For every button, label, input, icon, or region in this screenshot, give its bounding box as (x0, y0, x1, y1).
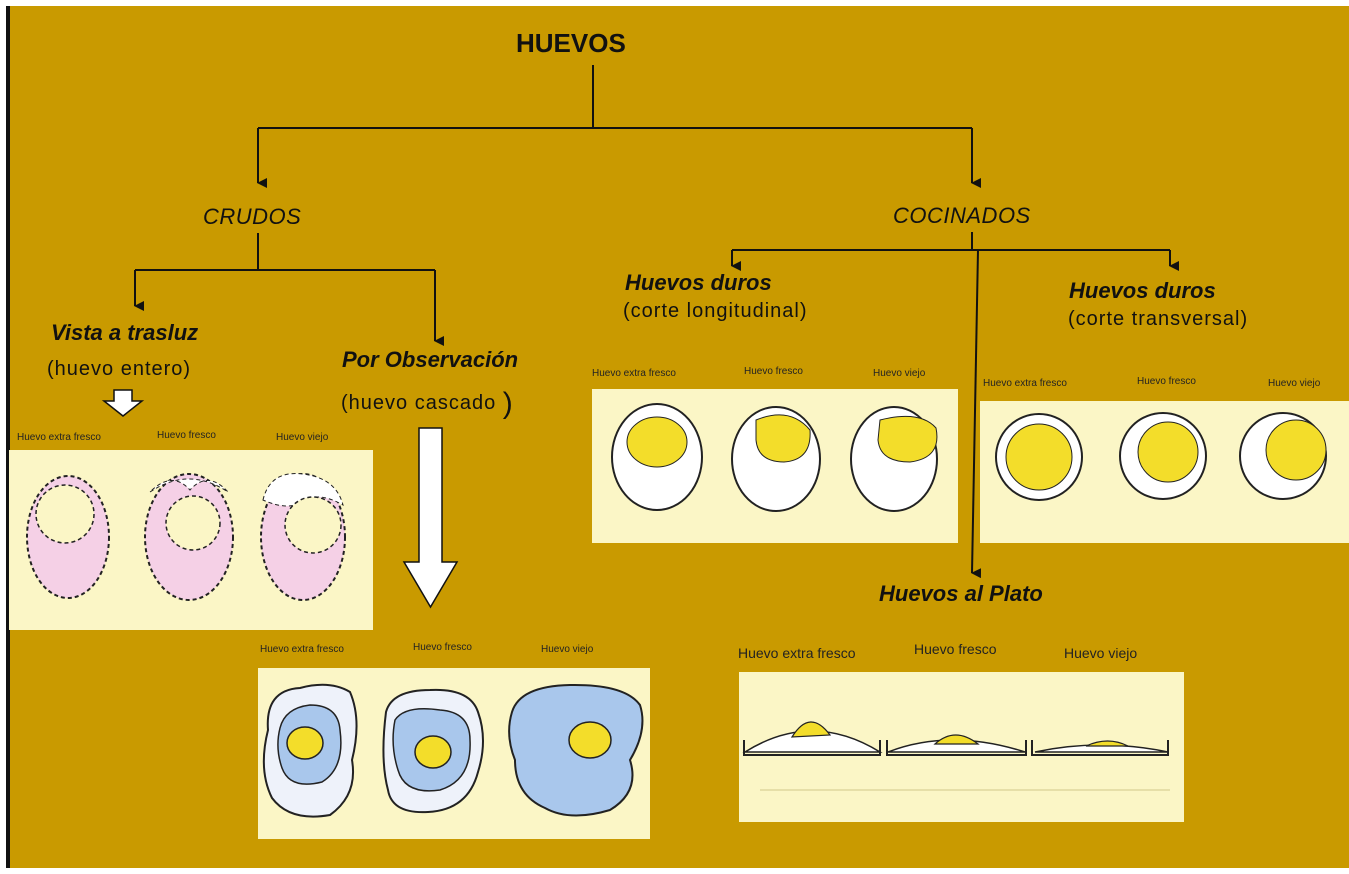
freshness-label: Huevo extra fresco (592, 368, 676, 379)
hard-long-title: Huevos duros (625, 270, 772, 296)
freshness-label: Huevo fresco (157, 430, 216, 441)
panel-candled-eggs (9, 450, 373, 630)
panel-broken-eggs (258, 668, 650, 839)
plate-title: Huevos al Plato (879, 581, 1043, 607)
category-raw: CRUDOS (203, 204, 301, 230)
freshness-label: Huevo fresco (1137, 376, 1196, 387)
freshness-label: Huevo viejo (1064, 645, 1137, 661)
freshness-label: Huevo viejo (276, 432, 328, 443)
freshness-label: Huevo extra fresco (17, 432, 101, 443)
freshness-label: Huevo extra fresco (983, 378, 1067, 389)
panel-fried-eggs (739, 672, 1184, 822)
freshness-label: Huevo extra fresco (260, 644, 344, 655)
hard-trans-title: Huevos duros (1069, 278, 1216, 304)
panel-hard-boiled-transversal (980, 401, 1349, 543)
freshness-label: Huevo fresco (413, 642, 472, 653)
hard-trans-subtitle: (corte transversal) (1068, 308, 1248, 331)
freshness-label: Huevo extra fresco (738, 645, 856, 661)
observation-title: Por Observación (342, 347, 518, 373)
observation-subtitle-close: ) (503, 387, 514, 420)
freshness-label: Huevo viejo (873, 368, 925, 379)
freshness-label: Huevo fresco (914, 641, 996, 657)
category-cooked: COCINADOS (893, 203, 1031, 229)
observation-subtitle: (huevo cascado ) (341, 383, 514, 417)
diagram-title: HUEVOS (516, 28, 626, 59)
observation-subtitle-text: (huevo cascado (341, 392, 496, 414)
freshness-label: Huevo viejo (1268, 378, 1320, 389)
backlight-title: Vista a trasluz (51, 320, 198, 346)
freshness-label: Huevo fresco (744, 366, 803, 377)
hard-long-subtitle: (corte longitudinal) (623, 300, 808, 323)
freshness-label: Huevo viejo (541, 644, 593, 655)
panel-hard-boiled-longitudinal (592, 389, 958, 543)
backlight-subtitle: (huevo entero) (47, 358, 191, 381)
